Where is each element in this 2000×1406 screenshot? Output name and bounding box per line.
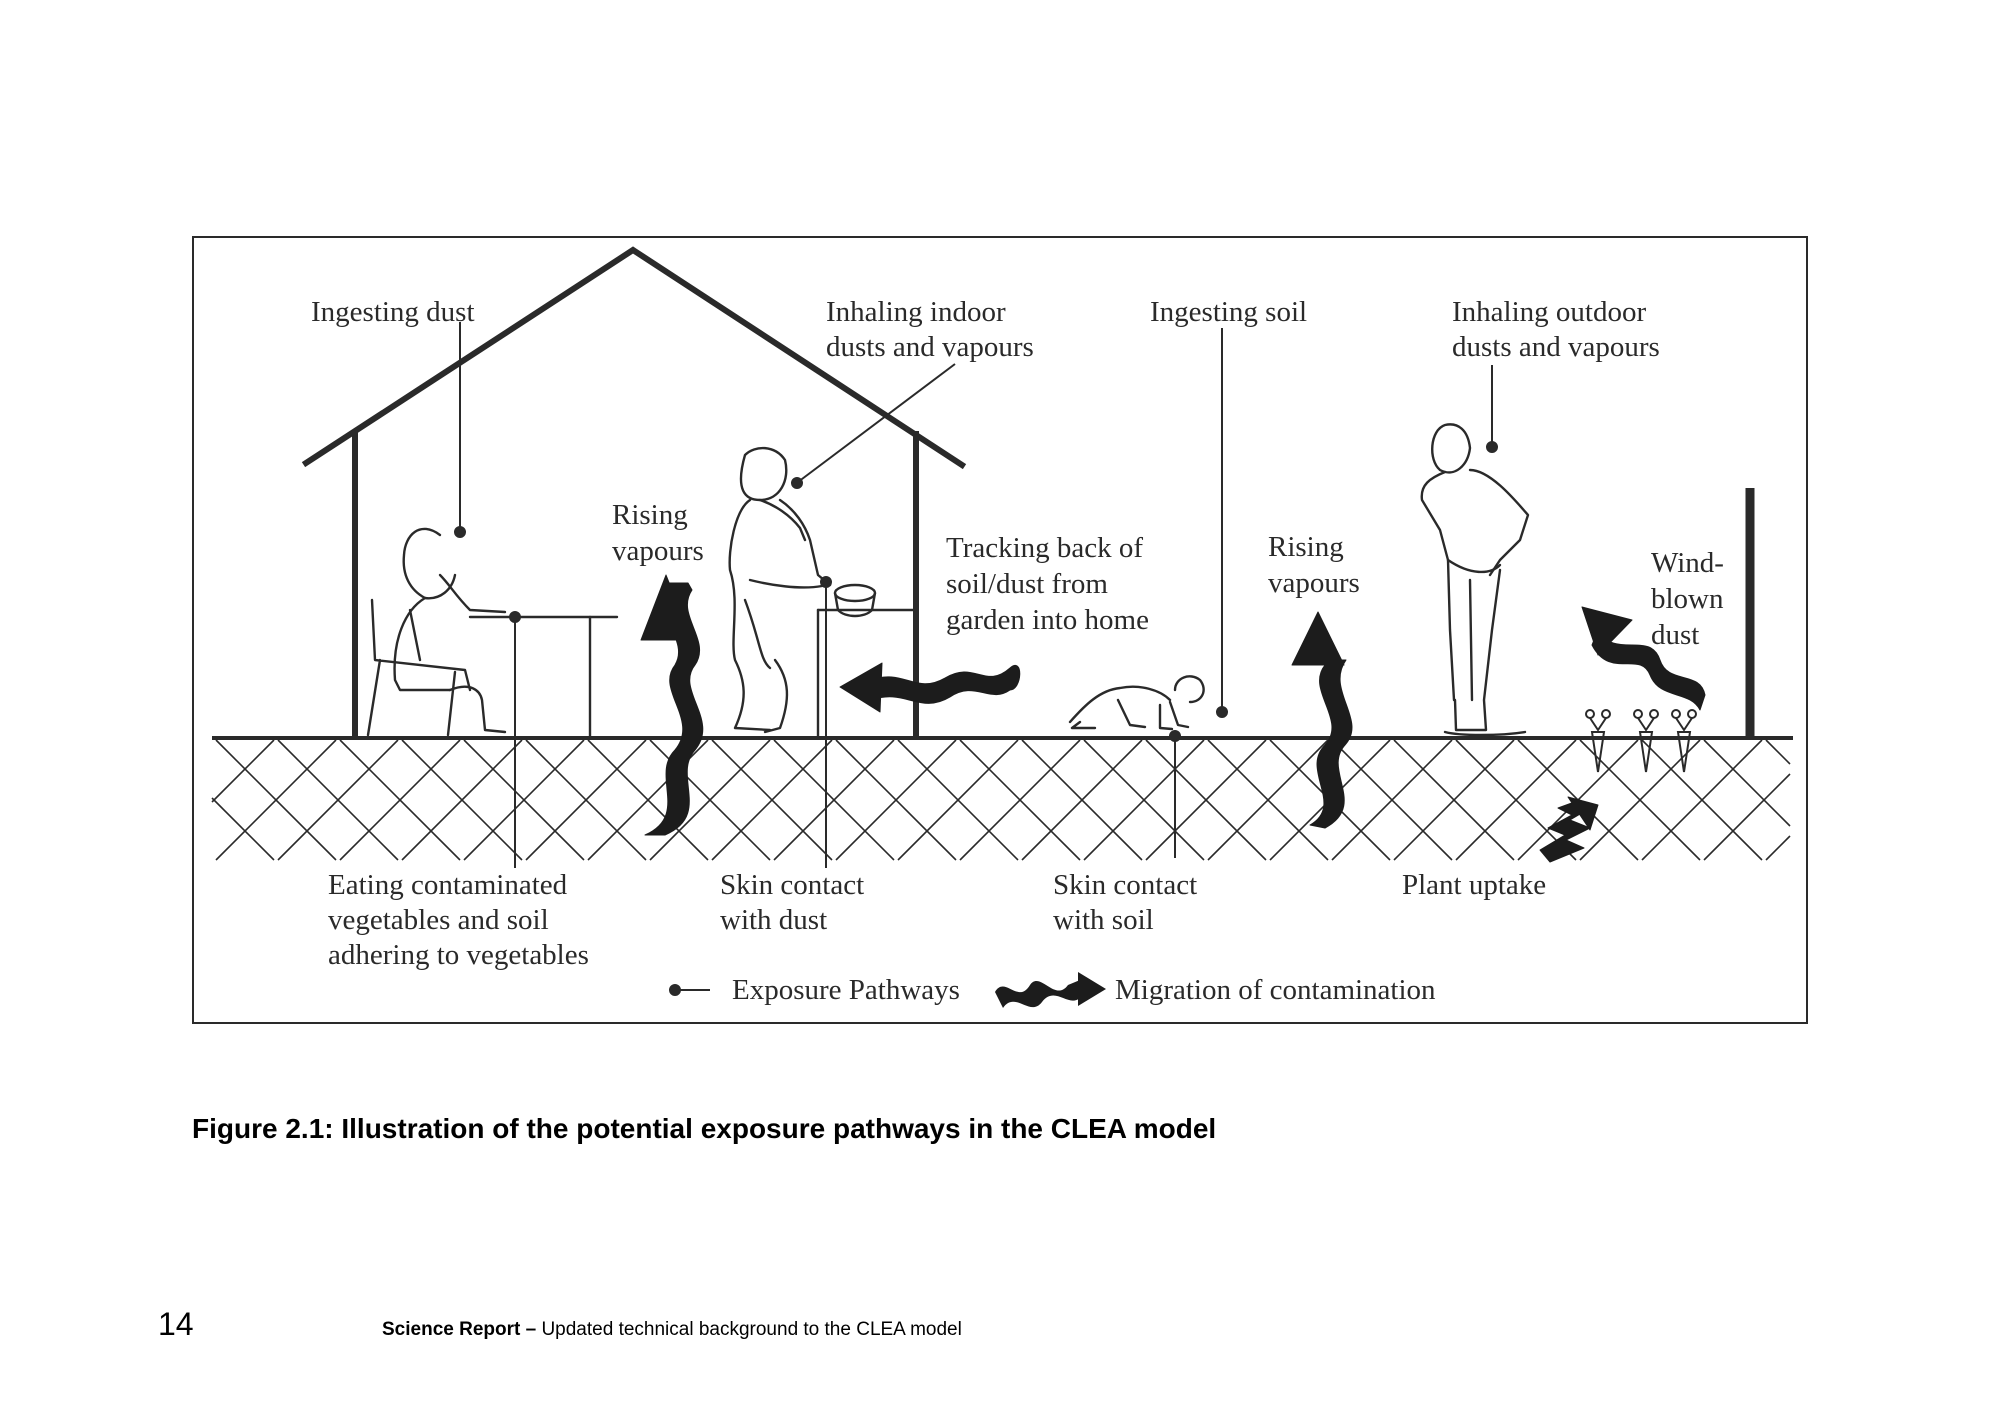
cooking-pot-figure bbox=[816, 583, 917, 740]
footer-report-title: Updated technical background to the CLEA… bbox=[541, 1319, 962, 1340]
hatch-line bbox=[463, 739, 585, 861]
hatch-line bbox=[1765, 835, 1791, 861]
outdoor-person-figure bbox=[1420, 423, 1530, 737]
hatch-line bbox=[339, 739, 461, 861]
migration-arrows bbox=[640, 574, 1706, 863]
hatch-line bbox=[215, 739, 337, 861]
table-figure bbox=[468, 615, 619, 740]
legend-exposure-pathways: Exposure Pathways bbox=[732, 974, 960, 1006]
footer-report-label: Science Report – bbox=[382, 1319, 537, 1340]
hatch-line bbox=[401, 739, 523, 861]
hatch-line bbox=[1455, 739, 1577, 861]
rising-vapours-outdoor-arrowhead bbox=[1291, 611, 1345, 666]
hatch-line bbox=[1145, 739, 1267, 861]
rising-vapours-indoor-arrowhead bbox=[640, 574, 693, 641]
plant-uptake-arrowhead bbox=[1567, 796, 1599, 831]
exposure-pathway-leaders bbox=[454, 322, 1498, 868]
wind-blown-dust-arrowhead bbox=[1581, 606, 1633, 656]
hatch-line bbox=[1207, 739, 1329, 861]
figure-caption: Figure 2.1: Illustration of the potentia… bbox=[192, 1113, 1217, 1144]
hatch-line bbox=[835, 739, 957, 861]
legend-migration-symbol bbox=[995, 972, 1106, 1008]
hatch-line bbox=[773, 739, 895, 861]
hatch-line bbox=[711, 739, 833, 861]
hatch-line bbox=[1083, 739, 1205, 861]
legend-exposure-symbol bbox=[669, 984, 710, 996]
hatch-line bbox=[1331, 739, 1453, 861]
legend-migration: Migration of contamination bbox=[1115, 974, 1436, 1006]
hatch-line bbox=[525, 739, 647, 861]
label-ingesting-soil: Ingesting soil bbox=[1150, 296, 1307, 328]
rising-vapours-indoor-arrow bbox=[644, 582, 704, 836]
hatch-line bbox=[1393, 739, 1515, 861]
tracking-back-arrow bbox=[869, 665, 1021, 704]
hatch-line bbox=[211, 739, 275, 803]
seated-person-figure bbox=[366, 527, 507, 737]
label-ingesting-dust: Ingesting dust bbox=[311, 296, 475, 328]
legend: Exposure Pathways Migration of contamina… bbox=[669, 972, 1436, 1008]
label-plant-uptake: Plant uptake bbox=[1402, 869, 1546, 901]
hatch-line bbox=[1703, 739, 1791, 827]
hatch-line bbox=[649, 739, 771, 861]
cooking-person-figure bbox=[728, 446, 832, 734]
page-number: 14 bbox=[158, 1306, 194, 1342]
hatch-line bbox=[1765, 739, 1791, 765]
rising-vapours-outdoor-arrow bbox=[1309, 659, 1353, 829]
figure-frame bbox=[192, 236, 1808, 1024]
tracking-back-arrowhead bbox=[839, 662, 883, 713]
hatch-line bbox=[211, 797, 275, 861]
hatch-line bbox=[1703, 773, 1791, 861]
carrot-plants bbox=[1585, 709, 1697, 773]
hatch-line bbox=[1021, 739, 1143, 861]
hatch-line bbox=[959, 739, 1081, 861]
crawling-child-figure bbox=[1068, 675, 1205, 731]
hatch-line bbox=[897, 739, 1019, 861]
hatch-line bbox=[1579, 739, 1701, 861]
hatch-line bbox=[277, 739, 399, 861]
report-footer: Science Report – Updated technical backg… bbox=[382, 1319, 962, 1341]
wind-blown-dust-arrow bbox=[1591, 629, 1706, 711]
hatch-line bbox=[1641, 739, 1763, 861]
